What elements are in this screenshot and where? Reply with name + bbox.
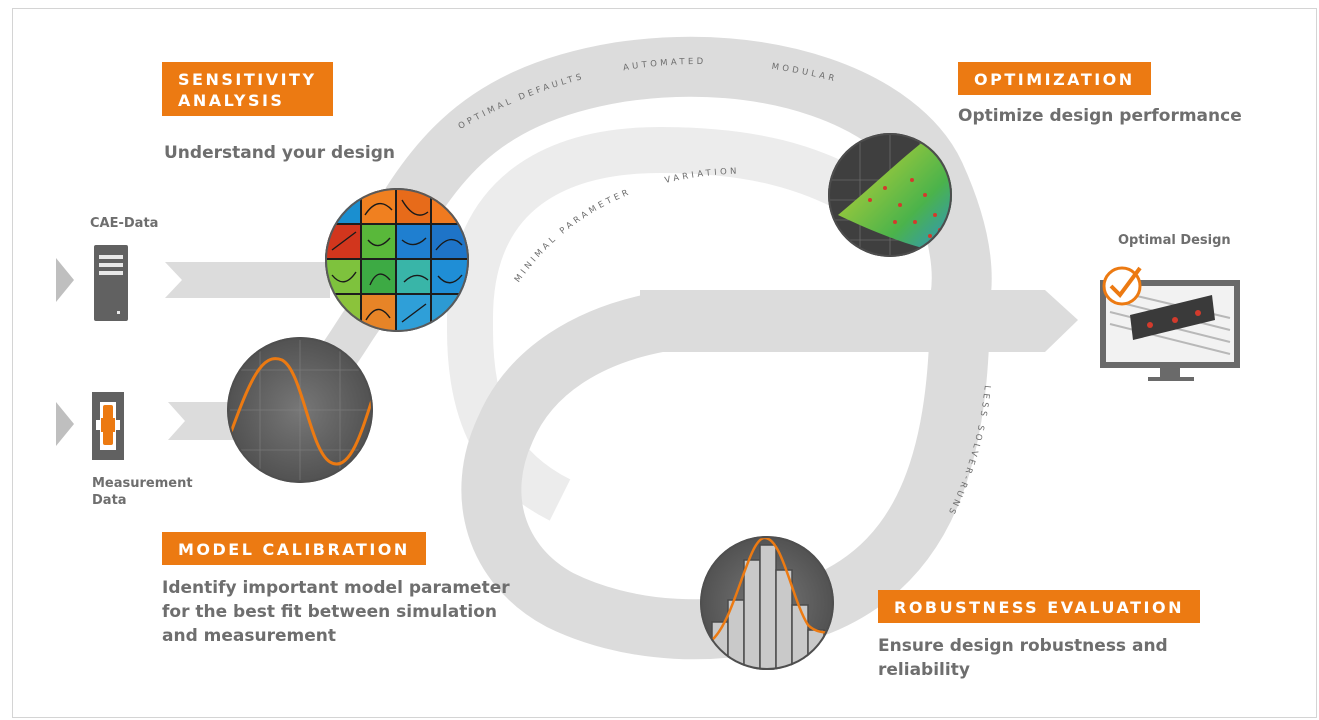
robustness-subtitle-line1: Ensure design robustness and	[878, 636, 1168, 656]
matrix-cells	[327, 190, 467, 330]
calibration-tag: MODEL CALIBRATION	[162, 532, 426, 565]
sensitivity-title-line2: ANALYSIS	[178, 91, 285, 110]
measurement-icon	[92, 392, 124, 460]
monitor-icon	[1100, 266, 1240, 381]
calibration-circle	[227, 337, 373, 483]
measurement-data-label: Measurement Data	[92, 475, 193, 509]
server-icon	[94, 245, 128, 321]
optimization-circle	[828, 133, 952, 257]
calibration-subtitle-line1: Identify important model parameter	[162, 578, 510, 598]
cae-data-label: CAE-Data	[90, 216, 159, 231]
robustness-tag: ROBUSTNESS EVALUATION	[878, 590, 1200, 623]
measurement-label-line2: Data	[92, 493, 127, 508]
main-ribbon-arch	[329, 36, 992, 316]
sensitivity-title-line1: SENSITIVITY	[178, 70, 317, 89]
optimization-tag: OPTIMIZATION	[958, 62, 1151, 95]
output-arrow	[640, 290, 1078, 352]
optimization-subtitle: Optimize design performance	[958, 106, 1242, 126]
sensitivity-tag: SENSITIVITY ANALYSIS	[162, 62, 333, 116]
calibration-subtitle-line3: and measurement	[162, 626, 336, 646]
robustness-circle	[700, 536, 834, 670]
measurement-arrow	[168, 402, 235, 440]
main-ribbon-loop	[461, 292, 990, 660]
input-chevron-1	[56, 258, 74, 302]
measurement-label-line1: Measurement	[92, 476, 193, 491]
optimal-design-label: Optimal Design	[1118, 233, 1231, 248]
input-chevron-2	[56, 402, 74, 446]
calibration-subtitle: Identify important model parameter for t…	[162, 576, 510, 648]
robustness-subtitle-line2: reliability	[878, 660, 970, 680]
robustness-subtitle: Ensure design robustness and reliability	[878, 634, 1168, 682]
sensitivity-circle	[325, 188, 469, 332]
cae-arrow	[165, 262, 330, 298]
diagram-frame	[12, 8, 1317, 718]
sensitivity-subtitle: Understand your design	[164, 143, 395, 163]
calibration-subtitle-line2: for the best fit between simulation	[162, 602, 497, 622]
inner-ribbon	[447, 126, 861, 319]
